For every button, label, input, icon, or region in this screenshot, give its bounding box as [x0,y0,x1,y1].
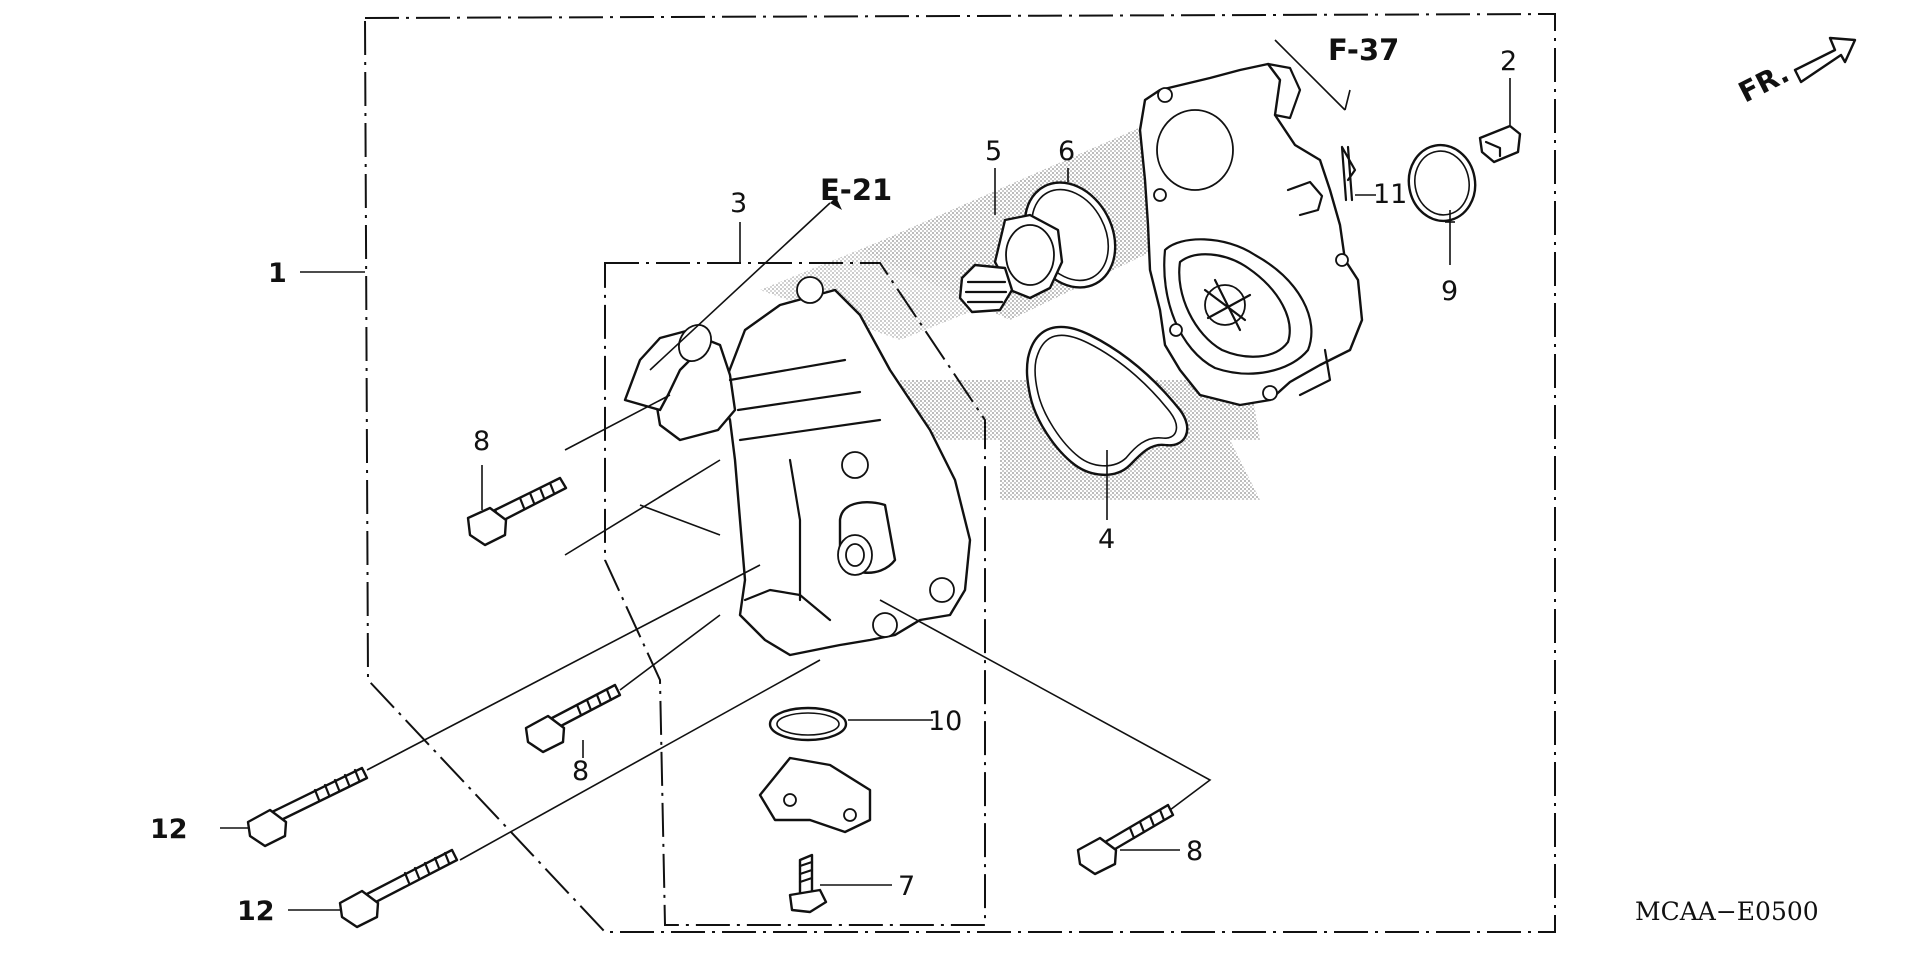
bolt-part-8-middle [524,683,622,754]
callout-9: 9 [1441,276,1458,307]
front-marker-label: FR. [1733,56,1794,109]
reference-e21[interactable]: E-21 [820,173,892,207]
callout-1: 1 [268,258,287,289]
bolt-part-12-lower [338,848,459,929]
callout-8-lower: 8 [1186,836,1203,867]
callout-8-middle: 8 [572,756,589,787]
water-pump-body [1138,62,1364,407]
clip-part-2 [1478,124,1522,164]
reference-f37[interactable]: F-37 [1328,33,1399,67]
cover-plate [758,756,872,834]
callout-6: 6 [1058,136,1075,167]
callout-10: 10 [928,706,962,737]
callout-11: 11 [1373,179,1407,210]
callout-5: 5 [985,136,1002,167]
callout-3: 3 [730,188,747,219]
callout-7: 7 [898,871,915,902]
bolt-part-12-upper [246,766,369,848]
bolt-part-8-lower [1076,803,1175,876]
bolt-part-8-upper [466,476,568,547]
callout-4: 4 [1098,524,1115,555]
o-ring-part-9 [1407,143,1477,223]
bolt-part-7 [788,853,828,914]
callout-12-upper: 12 [150,814,188,845]
front-direction-arrow: FR. [1733,36,1857,109]
thermostat-housing-part-3 [623,276,972,657]
subassembly-outline [604,262,986,926]
pin-part-11 [1340,145,1357,202]
callout-8-upper: 8 [473,426,490,457]
leader-lines [220,39,1511,911]
diagram-code: MCAA−E0500 [1635,897,1819,926]
callout-12-lower: 12 [237,896,275,927]
callout-2: 2 [1500,46,1517,77]
gasket-part-4 [1025,325,1189,476]
thermostat-part-5 [958,213,1064,314]
assembly-outline [363,12,1556,933]
